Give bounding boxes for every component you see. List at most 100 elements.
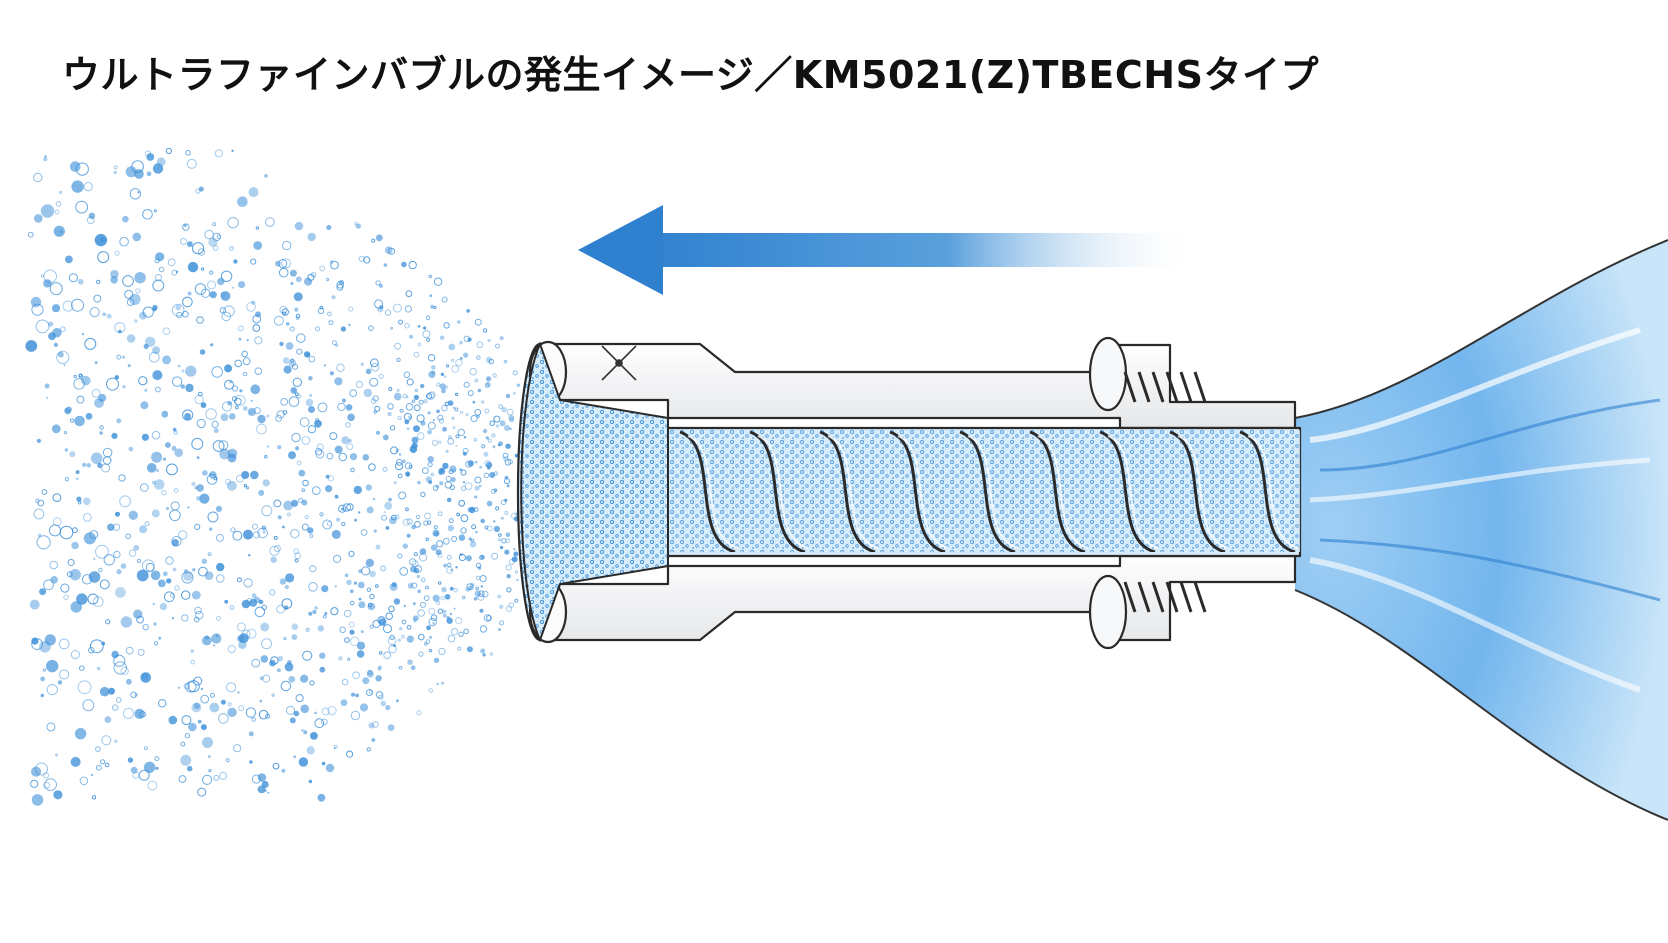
bubble — [43, 579, 54, 591]
bubble — [87, 593, 99, 605]
bubble — [382, 434, 389, 441]
bubble — [498, 404, 504, 410]
bubble — [394, 342, 402, 350]
bubble — [112, 704, 119, 711]
bubble — [272, 762, 280, 770]
bubble — [377, 616, 386, 625]
bubble — [40, 693, 45, 698]
bubble — [445, 449, 449, 453]
bubble — [86, 216, 95, 225]
bubble — [116, 569, 122, 575]
bubble — [246, 301, 257, 312]
bubble — [378, 665, 382, 670]
bubble — [358, 601, 366, 609]
bubble — [345, 404, 353, 411]
bubble — [56, 350, 70, 364]
bubble — [443, 563, 447, 568]
bubble — [52, 328, 62, 338]
bubble — [152, 603, 155, 606]
bubble — [95, 544, 109, 559]
bubble — [428, 617, 437, 627]
bubble — [516, 578, 519, 582]
bubble — [93, 557, 96, 561]
bubble — [223, 305, 235, 318]
bubble — [285, 322, 290, 326]
bubble — [142, 306, 154, 318]
bubble — [388, 644, 397, 654]
bubble — [493, 415, 501, 423]
bubble — [437, 581, 442, 585]
bubble — [135, 288, 141, 294]
bubble — [430, 544, 438, 551]
bubble — [516, 383, 520, 387]
bubble — [226, 480, 237, 491]
bubble — [448, 469, 454, 475]
bubble — [75, 470, 80, 475]
bubble — [455, 359, 463, 367]
bubble — [67, 558, 75, 567]
bubble — [465, 460, 473, 468]
bubble — [432, 622, 435, 625]
bubble — [506, 574, 511, 579]
bubble — [375, 675, 382, 682]
bubble — [174, 448, 183, 458]
bubble — [215, 505, 223, 512]
bubble — [130, 691, 137, 699]
bubble — [265, 217, 275, 228]
bubble — [504, 425, 510, 431]
bubble — [288, 396, 300, 407]
bubble — [378, 373, 384, 379]
bubble — [476, 414, 480, 419]
bubble — [267, 791, 270, 794]
bubble — [148, 351, 160, 363]
bubble — [441, 296, 448, 303]
bubble — [402, 459, 406, 463]
bubble — [351, 692, 355, 697]
bubble — [111, 432, 118, 439]
bubble — [484, 383, 490, 389]
bubble — [374, 405, 381, 412]
bubble — [64, 477, 70, 482]
bubble — [396, 458, 403, 466]
bubble — [415, 514, 421, 520]
bubble — [125, 678, 132, 685]
bubble — [388, 247, 396, 255]
bubble — [425, 639, 431, 645]
bubble — [474, 378, 479, 383]
bubble — [191, 437, 204, 450]
bubble — [475, 575, 481, 581]
bubble — [251, 717, 256, 722]
bubble — [192, 568, 196, 572]
bubble — [55, 201, 62, 207]
bubble — [142, 209, 153, 220]
bubble — [73, 374, 77, 379]
bubble — [96, 764, 102, 771]
bubble — [301, 729, 304, 732]
bubble — [122, 215, 129, 223]
bubble — [217, 277, 225, 286]
bubble — [60, 326, 66, 333]
bubble — [86, 463, 91, 468]
bubble — [317, 625, 324, 632]
bubble — [486, 500, 493, 507]
bubble — [287, 660, 292, 665]
spiral-blade — [889, 430, 946, 552]
bubble — [161, 410, 169, 418]
bubble — [472, 400, 476, 404]
bubble — [337, 402, 346, 412]
bubble — [82, 462, 87, 467]
bubble — [95, 279, 101, 285]
bubble — [46, 722, 56, 732]
bubble — [198, 566, 208, 577]
bubble — [166, 507, 169, 510]
bubble — [83, 497, 91, 506]
bubble — [409, 445, 418, 454]
bubble — [46, 396, 49, 399]
bubble — [499, 336, 504, 341]
bubble — [309, 394, 312, 397]
bubble — [308, 779, 313, 784]
bubble — [143, 746, 148, 751]
bubble — [324, 364, 326, 367]
bubble — [261, 638, 272, 650]
bubble — [106, 313, 112, 319]
